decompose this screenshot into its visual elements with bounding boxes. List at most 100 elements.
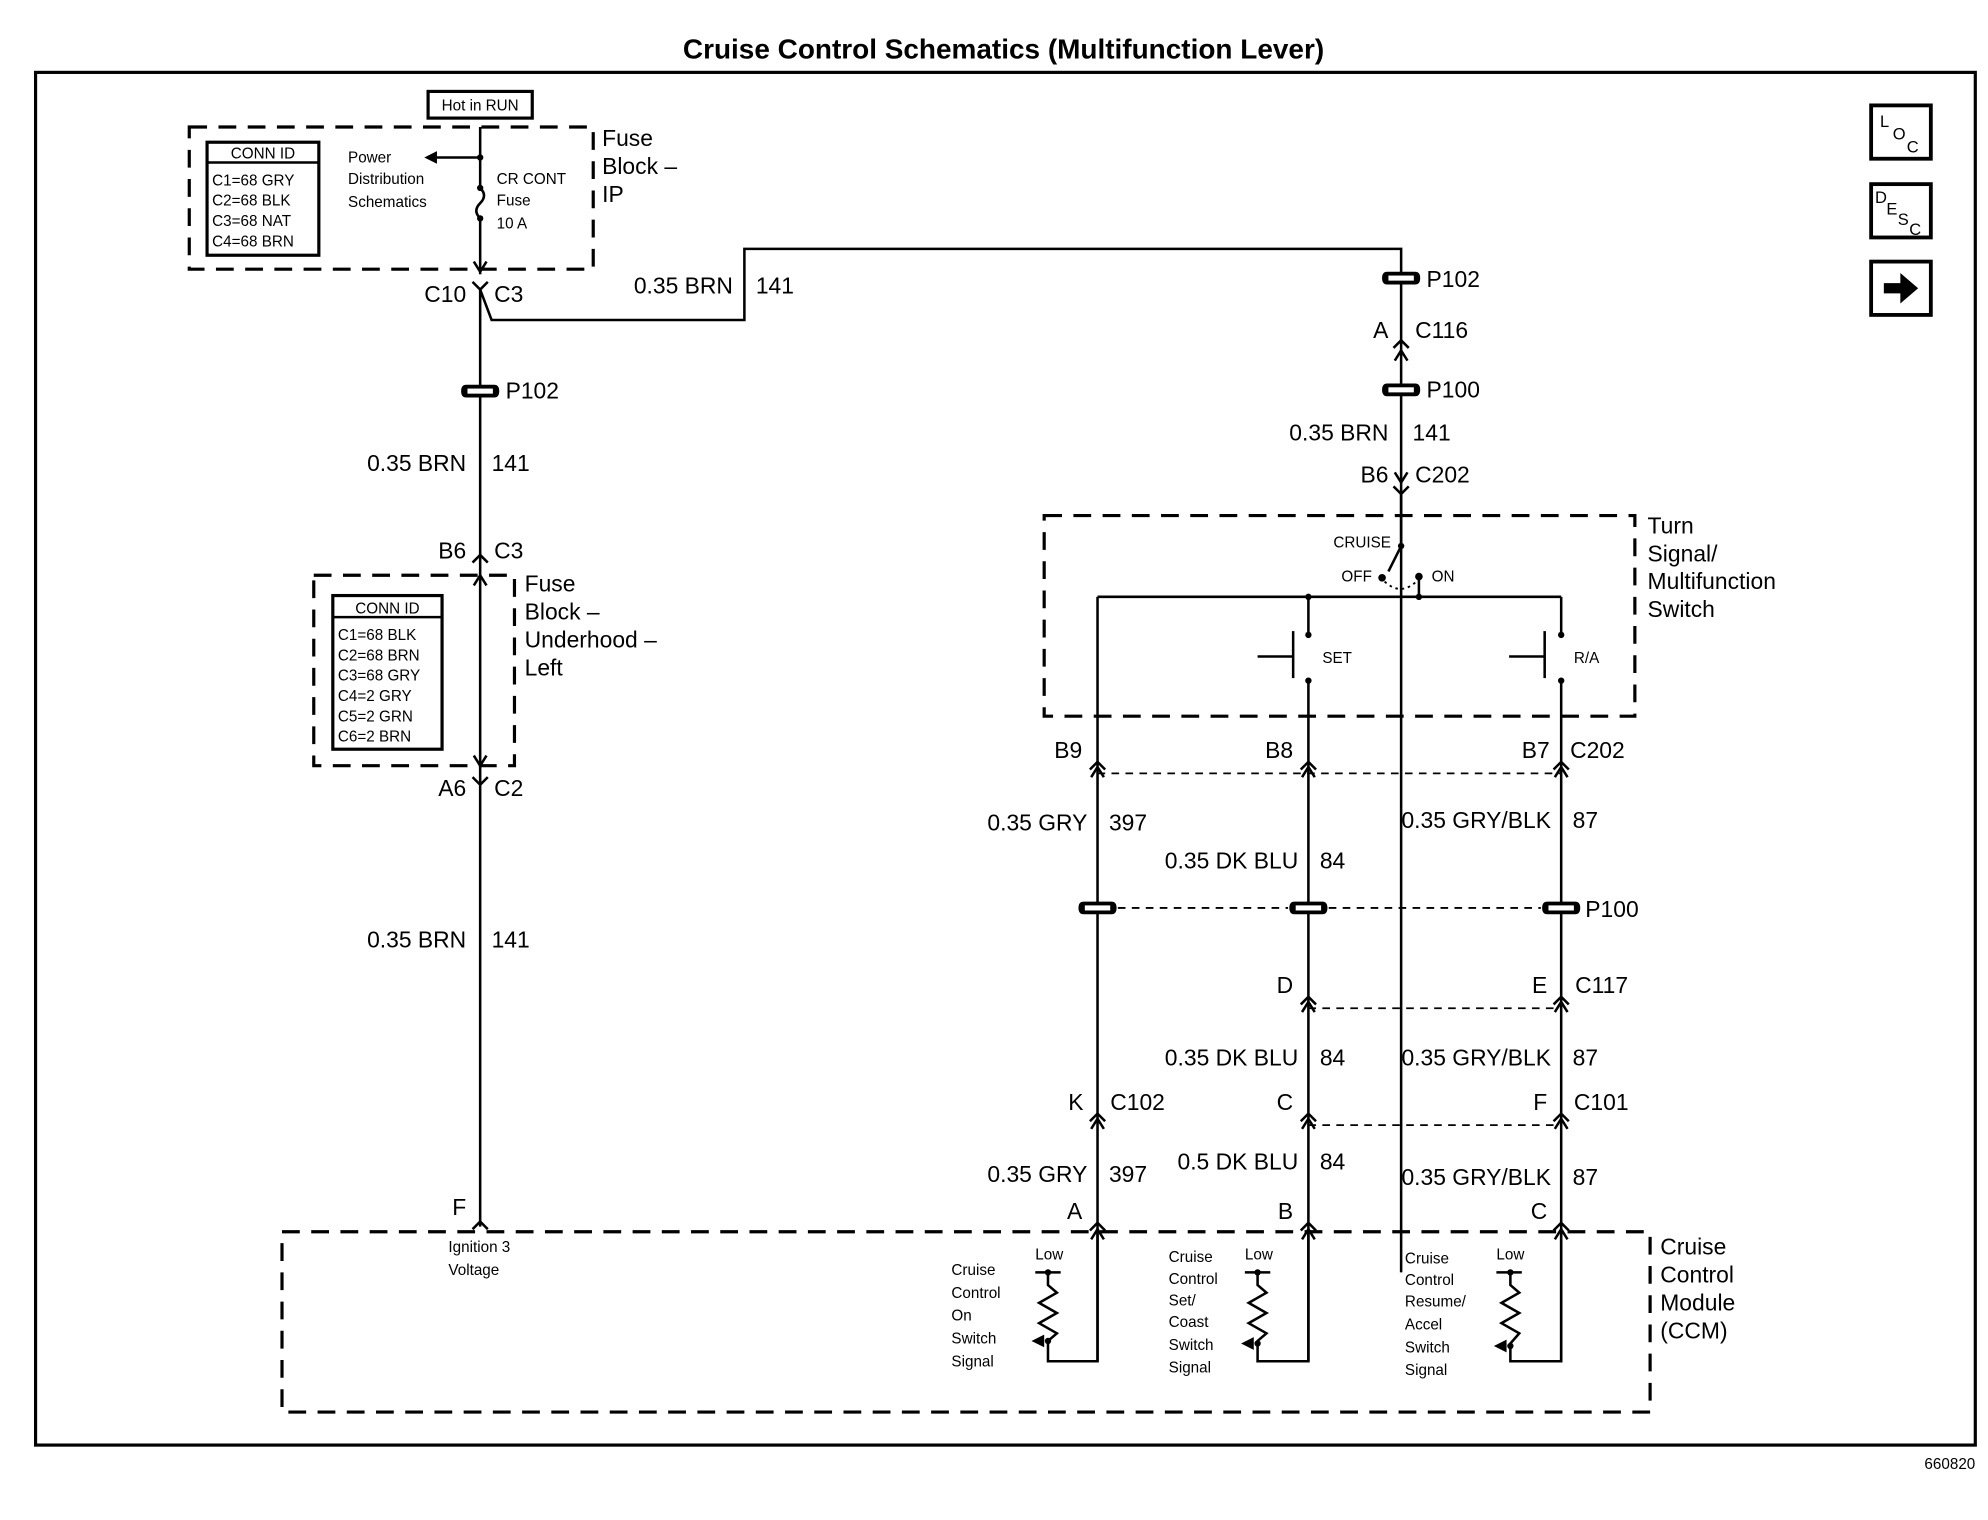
- svg-text:OFF: OFF: [1341, 569, 1371, 586]
- ccm-label: Cruise Control Module (CCM): [1660, 1234, 1735, 1344]
- conn-id-row: C2=68 BLK: [212, 193, 290, 210]
- svg-text:0.35 BRN: 0.35 BRN: [367, 926, 466, 952]
- splice-p100-row: P100: [1078, 896, 1639, 922]
- conn-id-row: C6=2 BRN: [338, 729, 411, 746]
- svg-text:CR CONT: CR CONT: [497, 171, 566, 188]
- conn-id-row: C4=2 GRY: [338, 688, 412, 705]
- svg-text:Fuse: Fuse: [497, 193, 531, 210]
- svg-text:10 A: 10 A: [497, 216, 528, 233]
- svg-text:Power: Power: [348, 150, 391, 167]
- svg-text:87: 87: [1573, 1164, 1598, 1190]
- splice-p102-left-label: P102: [506, 378, 559, 404]
- svg-text:397: 397: [1109, 809, 1147, 835]
- svg-text:Underhood –: Underhood –: [525, 627, 657, 653]
- upper-wire-labels: 0.35 GRY 397 0.35 DK BLU 84 0.35 GRY/BLK…: [987, 807, 1598, 874]
- svg-text:Cruise: Cruise: [951, 1262, 995, 1279]
- conn-id-row: C3=68 NAT: [212, 213, 291, 230]
- svg-text:C: C: [1277, 1089, 1294, 1115]
- desc-letter-s: S: [1898, 211, 1909, 229]
- svg-text:84: 84: [1320, 1149, 1346, 1175]
- svg-text:Switch: Switch: [951, 1330, 996, 1347]
- svg-text:C: C: [1531, 1198, 1548, 1224]
- desc-button[interactable]: D E S C: [1869, 182, 1933, 240]
- lower-wire-labels: 0.35 GRY 397 0.5 DK BLU 84 0.35 GRY/BLK …: [987, 1149, 1598, 1190]
- svg-text:C3: C3: [494, 538, 523, 564]
- svg-text:F: F: [1533, 1089, 1547, 1115]
- svg-text:P100: P100: [1585, 896, 1638, 922]
- svg-text:84: 84: [1320, 1044, 1346, 1070]
- diagram-title: Cruise Control Schematics (Multifunction…: [683, 33, 1324, 64]
- svg-text:Low: Low: [1245, 1247, 1274, 1264]
- set-switch: SET: [1257, 596, 1352, 684]
- svg-text:Set/: Set/: [1169, 1292, 1197, 1309]
- svg-text:Cruise: Cruise: [1169, 1249, 1213, 1266]
- svg-text:84: 84: [1320, 848, 1346, 874]
- svg-text:Fuse: Fuse: [525, 571, 576, 597]
- svg-text:C117: C117: [1575, 972, 1628, 998]
- svg-text:0.35 GRY/BLK: 0.35 GRY/BLK: [1401, 1164, 1551, 1190]
- svg-text:Coast: Coast: [1169, 1314, 1210, 1331]
- multifunction-switch-boundary: [1042, 513, 1637, 718]
- svg-text:Block –: Block –: [525, 599, 600, 625]
- svg-text:Voltage: Voltage: [448, 1262, 499, 1279]
- svg-text:On: On: [951, 1308, 971, 1325]
- loc-letter-l: L: [1880, 113, 1889, 131]
- right-arrow-icon: [1883, 273, 1919, 304]
- svg-text:141: 141: [492, 450, 530, 476]
- ccm-boundary: [280, 1230, 1652, 1414]
- loc-button[interactable]: L O C: [1869, 103, 1933, 161]
- svg-text:Ignition 3: Ignition 3: [448, 1239, 510, 1256]
- connector-c117-row: D E C117: [1277, 972, 1628, 1014]
- svg-text:B7: B7: [1522, 737, 1550, 763]
- conn-id-table-ip: CONN ID C1=68 GRY C2=68 BLK C3=68 NAT C4…: [205, 140, 321, 257]
- svg-text:Control: Control: [951, 1285, 1000, 1302]
- ccm-circuit-set-coast: Low Cruise Control Set/ Coast Switch Sig…: [1169, 1231, 1310, 1377]
- fuse-block-underhood-boundary: [312, 573, 517, 768]
- ccm-circuit-resume-accel: Low Cruise Control Resume/ Accel Switch …: [1405, 1231, 1563, 1379]
- svg-text:B8: B8: [1265, 737, 1293, 763]
- left-wire1-label: 0.35 BRN 141: [367, 450, 530, 476]
- svg-text:0.35 DK BLU: 0.35 DK BLU: [1165, 1044, 1298, 1070]
- svg-text:D: D: [1277, 972, 1294, 998]
- cruise-on-off-switch: CRUISE OFF ON: [1333, 493, 1454, 597]
- desc-letter-d: D: [1875, 189, 1887, 207]
- wire-141-top: [478, 247, 1403, 1273]
- svg-text:141: 141: [492, 926, 530, 952]
- multifunction-switch-label: Turn Signal/ Multifunction Switch: [1648, 512, 1776, 622]
- loc-letter-o: O: [1893, 126, 1906, 144]
- svg-text:Low: Low: [1035, 1247, 1064, 1264]
- svg-text:Hot in RUN: Hot in RUN: [442, 97, 519, 114]
- svg-text:CRUISE: CRUISE: [1333, 534, 1391, 551]
- desc-letter-c: C: [1909, 221, 1921, 239]
- fuse-block-ip-label: Fuse Block – IP: [602, 125, 677, 207]
- svg-text:A: A: [1067, 1198, 1083, 1224]
- conn-id-table-underhood: CONN ID C1=68 BLK C2=68 BRN C3=68 GRY C4…: [331, 593, 444, 751]
- svg-text:CONN ID: CONN ID: [231, 146, 295, 163]
- ccm-pin-f: F: [452, 1194, 490, 1231]
- diagram-frame: [33, 70, 1977, 1447]
- svg-text:0.35 BRN: 0.35 BRN: [634, 272, 733, 298]
- svg-text:Control: Control: [1405, 1272, 1454, 1289]
- svg-text:Cruise: Cruise: [1405, 1250, 1449, 1267]
- connector-c10-c3: C10 C3: [424, 281, 523, 307]
- figure-id: 660820: [1924, 1456, 1975, 1473]
- top-wire-label: 0.35 BRN 141: [634, 272, 794, 298]
- svg-text:0.35 DK BLU: 0.35 DK BLU: [1165, 848, 1298, 874]
- svg-text:K: K: [1068, 1089, 1083, 1115]
- svg-text:Control: Control: [1660, 1262, 1734, 1288]
- svg-text:B6: B6: [438, 538, 466, 564]
- cr-cont-fuse: CR CONT Fuse 10 A: [475, 126, 566, 275]
- svg-text:Fuse: Fuse: [602, 125, 653, 151]
- svg-text:B: B: [1278, 1198, 1293, 1224]
- next-button[interactable]: [1869, 259, 1933, 317]
- svg-text:Signal: Signal: [1169, 1360, 1211, 1377]
- svg-text:Signal: Signal: [951, 1353, 993, 1370]
- power-distribution-link[interactable]: Power Distribution Schematics: [348, 150, 481, 211]
- svg-text:0.35 GRY: 0.35 GRY: [987, 809, 1087, 835]
- svg-text:C102: C102: [1110, 1089, 1165, 1115]
- svg-text:0.5 DK BLU: 0.5 DK BLU: [1177, 1149, 1298, 1175]
- svg-text:Left: Left: [525, 655, 564, 681]
- resume-accel-switch: R/A: [1509, 596, 1600, 684]
- svg-text:Block –: Block –: [602, 153, 677, 179]
